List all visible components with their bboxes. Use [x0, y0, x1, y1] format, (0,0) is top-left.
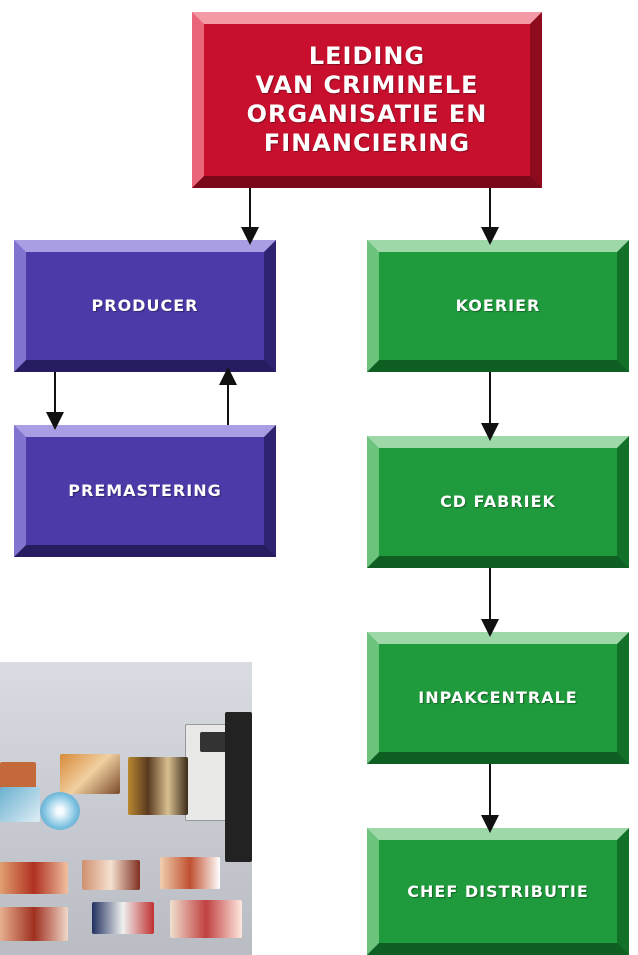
node-producer: PRODUCER [14, 240, 276, 372]
node-inpakcentrale-label: INPAKCENTRALE [418, 688, 578, 707]
node-koerier: KOERIER [367, 240, 629, 372]
node-premastering: PREMASTERING [14, 425, 276, 557]
node-cd-fabriek-label: CD FABRIEK [440, 492, 556, 511]
node-premastering-label: PREMASTERING [68, 481, 222, 500]
node-producer-label: PRODUCER [91, 296, 199, 315]
node-inpakcentrale: INPAKCENTRALE [367, 632, 629, 764]
top-node-leiding: LEIDING VAN CRIMINELE ORGANISATIE EN FIN… [192, 12, 542, 188]
node-cd-fabriek: CD FABRIEK [367, 436, 629, 568]
top-node-label: LEIDING VAN CRIMINELE ORGANISATIE EN FIN… [246, 42, 488, 157]
node-koerier-label: KOERIER [455, 296, 541, 315]
node-chef-distributie-label: CHEF DISTRIBUTIE [407, 881, 589, 901]
node-chef-distributie: CHEF DISTRIBUTIE [367, 828, 629, 955]
seized-cds-photo [0, 662, 252, 955]
